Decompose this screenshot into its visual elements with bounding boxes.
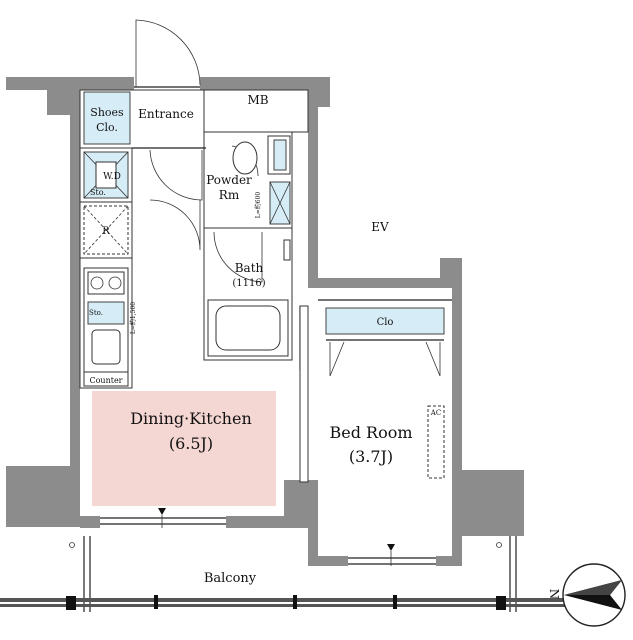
shoes-closet-label-2: Clo.	[96, 121, 118, 134]
kitchen-counter	[83, 267, 129, 387]
shoes-closet	[83, 91, 131, 145]
storage-label-kitchen: Sto.	[89, 309, 103, 317]
bedroom-closet	[325, 307, 445, 377]
bedroom-window	[348, 544, 436, 566]
powder-room-label-1: Powder	[206, 173, 252, 187]
closet-label: Clo	[377, 317, 394, 328]
dining-kitchen-label: Dining·Kitchen	[130, 409, 252, 428]
door-swing	[213, 231, 263, 283]
compass-north-label: N	[547, 589, 561, 600]
bath-label: Bath	[235, 261, 264, 275]
shoes-closet-label-1: Shoes	[90, 106, 124, 119]
powder-room-fixtures	[232, 135, 291, 225]
bathtub	[207, 299, 289, 357]
bed-room-label: Bed Room	[329, 423, 412, 442]
door-swing	[149, 199, 201, 251]
bed-room-size: (3.7J)	[349, 447, 393, 466]
powder-dimension: L=約600	[254, 192, 262, 219]
balcony-label: Balcony	[204, 571, 257, 586]
refrigerator-label: R	[102, 226, 110, 237]
storage-label-top: Sto.	[90, 188, 106, 197]
bath-size-label: (1116)	[232, 278, 265, 289]
washer-area	[83, 151, 129, 199]
compass-icon	[562, 563, 626, 627]
powder-room-label-2: Rm	[219, 188, 240, 202]
balcony	[0, 536, 622, 612]
ac-label: AC	[430, 409, 441, 417]
ev-label: EV	[371, 220, 389, 234]
exterior-walls	[6, 77, 524, 566]
dining-kitchen-size: (6.5J)	[169, 434, 213, 453]
entrance-door	[134, 19, 201, 88]
bath-handrail	[283, 239, 291, 261]
kitchen-dimension: L=約1,500	[129, 302, 137, 334]
entrance-label: Entrance	[138, 107, 194, 121]
dining-kitchen-area	[92, 391, 276, 506]
washer-label: W.D	[103, 172, 121, 182]
counter-label: Counter	[89, 376, 122, 385]
mb-label: MB	[247, 93, 268, 107]
air-conditioner	[427, 405, 445, 479]
door-swing	[149, 149, 203, 201]
dining-window	[100, 508, 226, 528]
refrigerator	[83, 205, 129, 255]
